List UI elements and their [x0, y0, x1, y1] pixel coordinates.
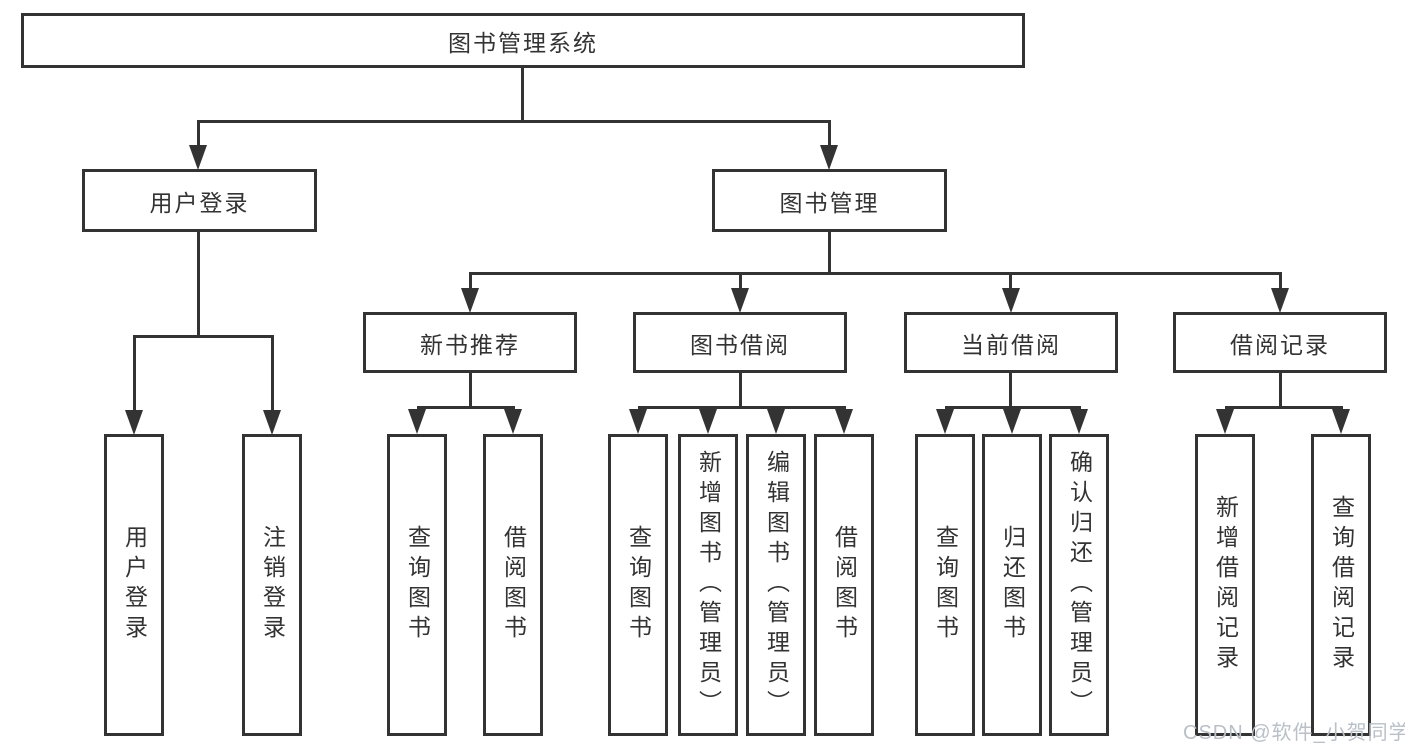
connector-line: [1009, 272, 1012, 291]
arrow-down-icon: [125, 410, 143, 435]
node-label: 借阅图书: [831, 525, 858, 645]
node-book-borrowing: 图书借阅: [633, 312, 847, 373]
node-label: 确认归还（管理员）: [1066, 450, 1093, 720]
arrow-down-icon: [408, 409, 426, 434]
node-label: 用户登录: [121, 525, 148, 645]
leaf-return-books: 归还图书: [982, 434, 1042, 736]
node-book-management: 图书管理: [712, 169, 947, 232]
leaf-borrow-books-recommend: 借阅图书: [483, 434, 543, 736]
node-label: 查询图书: [625, 525, 652, 645]
node-label: 借阅图书: [500, 525, 527, 645]
connector-line: [197, 232, 200, 338]
node-label: 新增图书（管理员）: [695, 450, 722, 720]
node-label: 查询图书: [932, 525, 959, 645]
connector-line: [1225, 406, 1343, 409]
connector-line: [739, 373, 742, 409]
node-label: 借阅记录: [1230, 331, 1330, 358]
leaf-query-borrow-record: 查询借阅记录: [1311, 434, 1371, 736]
node-label: 用户登录: [149, 189, 250, 216]
arrow-down-icon: [936, 409, 954, 434]
arrow-down-icon: [1271, 288, 1289, 313]
arrow-down-icon: [1003, 409, 1021, 434]
node-label: 编辑图书（管理员）: [763, 450, 790, 720]
connector-line: [1279, 373, 1282, 409]
connector-line: [828, 120, 831, 147]
arrow-down-icon: [263, 410, 281, 435]
leaf-query-books-borrowing: 查询图书: [608, 434, 668, 736]
connector-line: [638, 406, 846, 409]
connector-line: [739, 272, 742, 291]
connector-line: [133, 335, 274, 338]
arrow-down-icon: [835, 409, 853, 434]
leaf-logout: 注销登录: [242, 434, 302, 736]
connector-line: [521, 68, 524, 120]
node-label: 图书管理系统: [448, 29, 598, 56]
node-label: 当前借阅: [961, 331, 1061, 358]
leaf-add-books-admin: 新增图书（管理员）: [678, 434, 738, 736]
arrow-down-icon: [189, 145, 207, 170]
csdn-watermark: CSDN @软件_小贺同学: [1183, 722, 1405, 744]
node-library-management-system: 图书管理系统: [21, 13, 1025, 68]
leaf-query-books-recommend: 查询图书: [387, 434, 447, 736]
arrow-down-icon: [731, 288, 749, 313]
arrow-down-icon: [1002, 288, 1020, 313]
node-label: 图书借阅: [690, 331, 790, 358]
arrow-down-icon: [767, 409, 785, 434]
connector-line: [271, 335, 274, 411]
node-label: 注销登录: [259, 525, 286, 645]
leaf-add-borrow-record: 新增借阅记录: [1195, 434, 1255, 736]
connector-line: [133, 335, 136, 411]
arrow-down-icon: [1332, 409, 1350, 434]
node-label: 归还图书: [999, 525, 1026, 645]
node-borrowing-records: 借阅记录: [1173, 312, 1387, 373]
leaf-query-books-current: 查询图书: [915, 434, 975, 736]
arrow-down-icon: [629, 409, 647, 434]
leaf-edit-books-admin: 编辑图书（管理员）: [746, 434, 806, 736]
leaf-confirm-return-admin: 确认归还（管理员）: [1049, 434, 1109, 736]
connector-line: [1279, 272, 1282, 291]
connector-line: [469, 373, 472, 409]
connector-line: [945, 406, 1081, 409]
connector-line: [417, 406, 515, 409]
node-label: 图书管理: [779, 189, 880, 216]
node-current-borrowing: 当前借阅: [904, 312, 1118, 373]
arrow-down-icon: [1070, 409, 1088, 434]
connector-line: [1009, 373, 1012, 409]
node-new-book-recommendation: 新书推荐: [363, 312, 577, 373]
connector-line: [197, 120, 200, 147]
arrow-down-icon: [699, 409, 717, 434]
leaf-user-login: 用户登录: [104, 434, 164, 736]
node-label: 查询图书: [404, 525, 431, 645]
node-label: 新书推荐: [420, 331, 520, 358]
node-label: 新增借阅记录: [1212, 495, 1239, 675]
arrow-down-icon: [461, 288, 479, 313]
arrow-down-icon: [504, 409, 522, 434]
connector-line: [469, 272, 472, 291]
arrow-down-icon: [1216, 409, 1234, 434]
connector-line: [197, 120, 830, 123]
leaf-borrow-books-borrowing: 借阅图书: [814, 434, 874, 736]
node-label: 查询借阅记录: [1328, 495, 1355, 675]
connector-line: [828, 232, 831, 274]
node-user-login-branch: 用户登录: [82, 169, 317, 232]
arrow-down-icon: [820, 145, 838, 170]
connector-line: [469, 272, 1281, 275]
